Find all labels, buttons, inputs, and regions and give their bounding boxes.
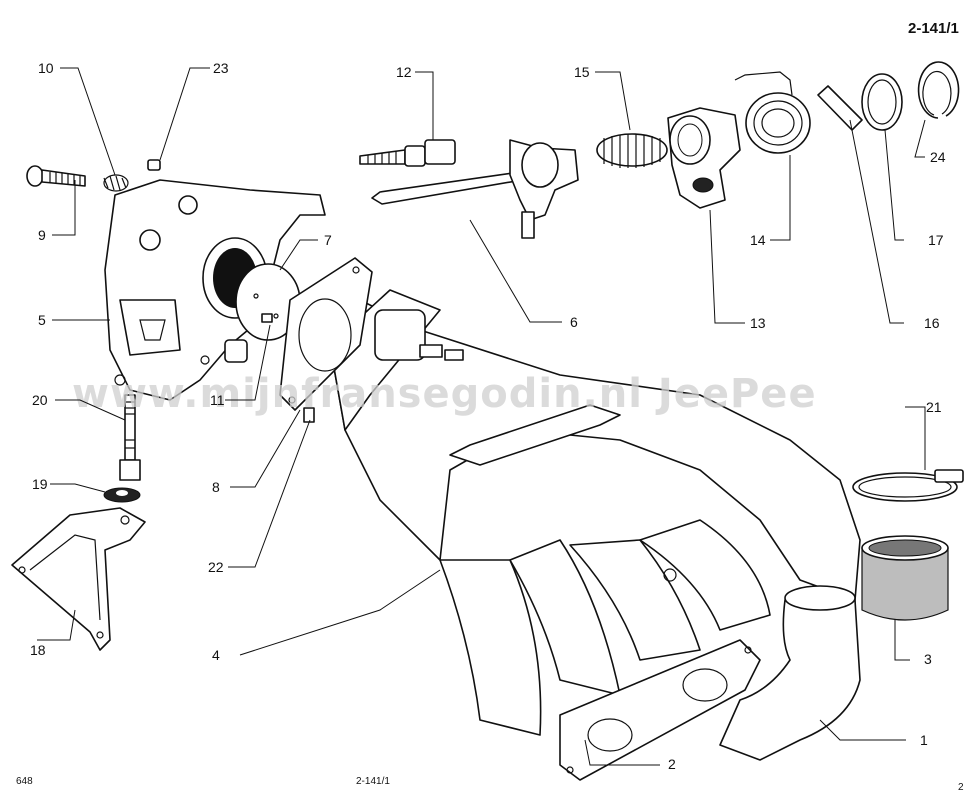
bolt <box>359 139 456 167</box>
callout-9: 9 <box>38 227 46 243</box>
callout-14: 14 <box>750 232 766 248</box>
leader-lines <box>37 67 926 766</box>
ring <box>861 73 903 131</box>
washer <box>103 487 141 503</box>
throttle-shaft <box>371 139 579 239</box>
screw <box>26 165 86 187</box>
coil-spring <box>734 71 811 154</box>
sheet-code: 2-141/1 <box>908 20 959 37</box>
callout-7: 7 <box>324 232 332 248</box>
return-spring <box>596 133 668 168</box>
callout-4: 4 <box>212 647 220 663</box>
callout-21: 21 <box>926 399 942 415</box>
callout-2: 2 <box>668 756 676 772</box>
callout-17: 17 <box>928 232 944 248</box>
circlip <box>917 61 960 119</box>
throttle-body-housing <box>104 179 326 401</box>
flange-gasket <box>279 257 373 411</box>
callout-13: 13 <box>750 315 766 331</box>
small-spring <box>103 174 129 192</box>
footer-left: 648 <box>16 776 33 787</box>
callout-15: 15 <box>574 64 590 80</box>
footer-right: 2 <box>958 782 964 793</box>
callout-16: 16 <box>924 315 940 331</box>
callout-20: 20 <box>32 392 48 408</box>
intake-manifold <box>329 289 861 761</box>
support-bracket <box>11 507 146 651</box>
footer-center: 2-141/1 <box>356 776 390 787</box>
callout-3: 3 <box>924 651 932 667</box>
callout-8: 8 <box>212 479 220 495</box>
callout-22: 22 <box>208 559 224 575</box>
callout-11: 11 <box>210 392 225 408</box>
manifold-gasket <box>559 639 761 781</box>
callout-19: 19 <box>32 476 48 492</box>
stud <box>119 394 141 481</box>
pin <box>147 159 161 171</box>
callout-24: 24 <box>930 149 946 165</box>
hose-clamp <box>852 469 964 502</box>
key-pin <box>817 85 863 131</box>
callout-18: 18 <box>30 642 46 658</box>
callout-6: 6 <box>570 314 578 330</box>
callout-10: 10 <box>38 60 54 76</box>
callout-12: 12 <box>396 64 412 80</box>
lever <box>667 107 741 209</box>
callout-1: 1 <box>920 732 928 748</box>
rubber-hose <box>861 535 949 621</box>
callout-23: 23 <box>213 60 229 76</box>
watermark-text: www.mijnfransegodin.nl JeePee <box>72 371 817 417</box>
callout-5: 5 <box>38 312 46 328</box>
